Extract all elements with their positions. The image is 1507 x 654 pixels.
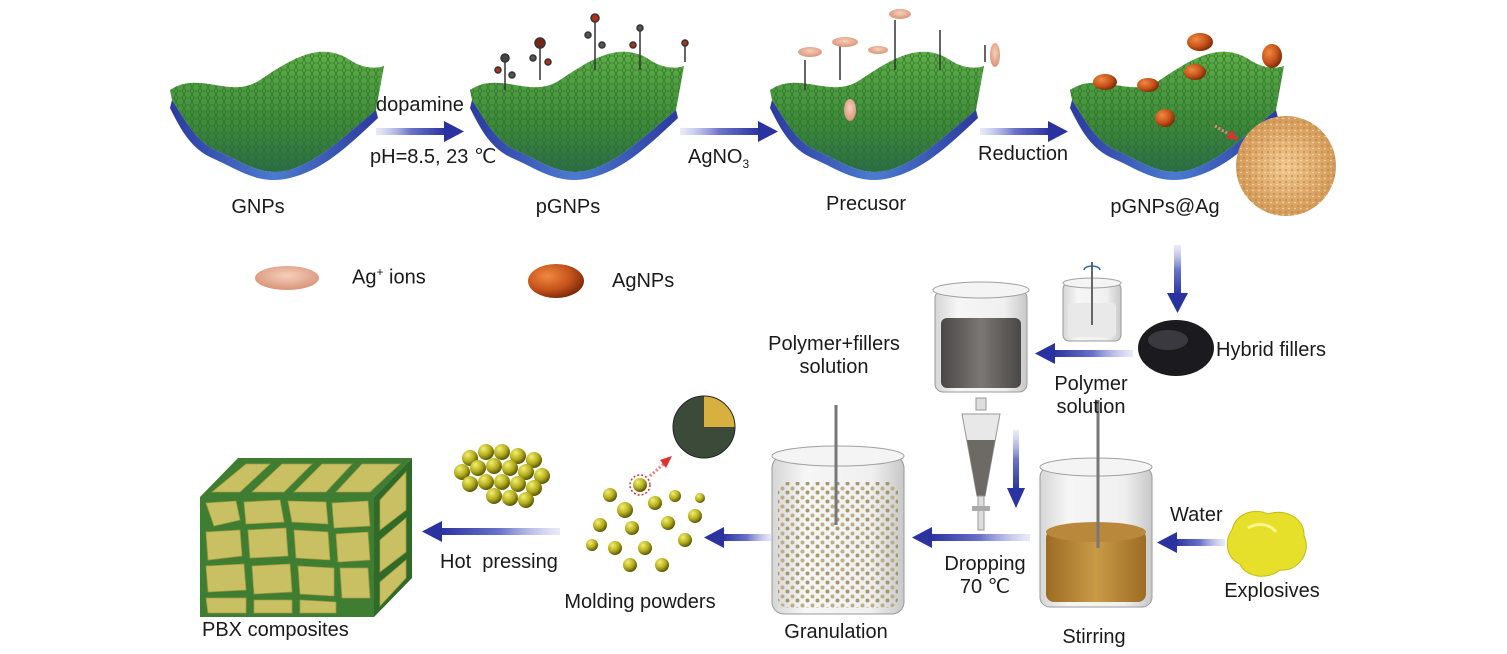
label-agno3: AgNO3 [688, 146, 750, 171]
label-dopamine: dopamine [376, 94, 464, 116]
label-gnps: GNPs [231, 196, 285, 218]
label-water: Water [1170, 504, 1223, 526]
agnp-legend-icon [528, 264, 584, 298]
hybrid-fillers-powder [1138, 320, 1214, 376]
label-reduction: Reduction [978, 143, 1069, 165]
label-hybrid-fillers: Hybrid fillers [1216, 339, 1327, 361]
arrow-to-polymer-beaker [1035, 343, 1133, 364]
label-precursor: Precusor [825, 193, 907, 215]
legend-agnps: AgNPs [612, 270, 675, 292]
agnps-on-sheet [1093, 33, 1282, 127]
gnps-sheet [170, 51, 384, 180]
label-pgnps-ag: pGNPs@Ag [1110, 196, 1220, 218]
selected-particle-ring [629, 474, 651, 496]
arrow-to-hybrid-fillers [1167, 245, 1188, 313]
arrow-hot-pressing [422, 521, 560, 542]
label-molding-powders: Molding powders [564, 591, 716, 613]
label-stirring: Stirring [1062, 626, 1126, 648]
arrow-to-molding-powders [704, 527, 772, 548]
label-hot-pressing: Hot pressing [440, 551, 558, 573]
sem-disc [1236, 116, 1336, 216]
core-shell-sphere [672, 395, 736, 459]
precursor-sheet [770, 9, 1000, 180]
zoom-arrow-head [660, 456, 672, 468]
small-beaker [1062, 262, 1122, 342]
label-pbx-composites: PBX composites [202, 619, 349, 641]
granulation-beaker [771, 405, 905, 615]
pgnps-sheet [470, 13, 689, 180]
molding-powder-balls [586, 478, 705, 572]
arrow-agno3 [680, 121, 778, 142]
arrow-reduction [980, 121, 1068, 142]
arrow-dropping-down [1007, 430, 1025, 508]
label-granulation: Granulation [784, 621, 888, 643]
arrow-dropping [912, 527, 1030, 548]
ag-ions-on-precursor [798, 9, 1000, 121]
label-explosives: Explosives [1224, 580, 1320, 602]
label-ph-condition: pH=8.5, 23 ℃ [370, 146, 497, 168]
zoom-arrow [1214, 124, 1238, 140]
arrow-dopamine [376, 121, 464, 142]
legend-ag-ions: Ag+ ions [352, 265, 426, 289]
dropping-funnel [961, 397, 1001, 531]
pbx-cube [200, 458, 412, 617]
label-pgnps: pGNPs [535, 196, 601, 218]
explosives-lump [1226, 510, 1307, 577]
pgnps-ag-sheet [1070, 33, 1284, 180]
dopamine-molecules [494, 13, 689, 90]
arrow-water [1157, 532, 1225, 553]
polymer-fillers-beaker [932, 281, 1030, 393]
ag-ion-legend-icon [255, 266, 319, 290]
stirring-beaker [1039, 400, 1153, 608]
powder-cluster [454, 444, 550, 508]
